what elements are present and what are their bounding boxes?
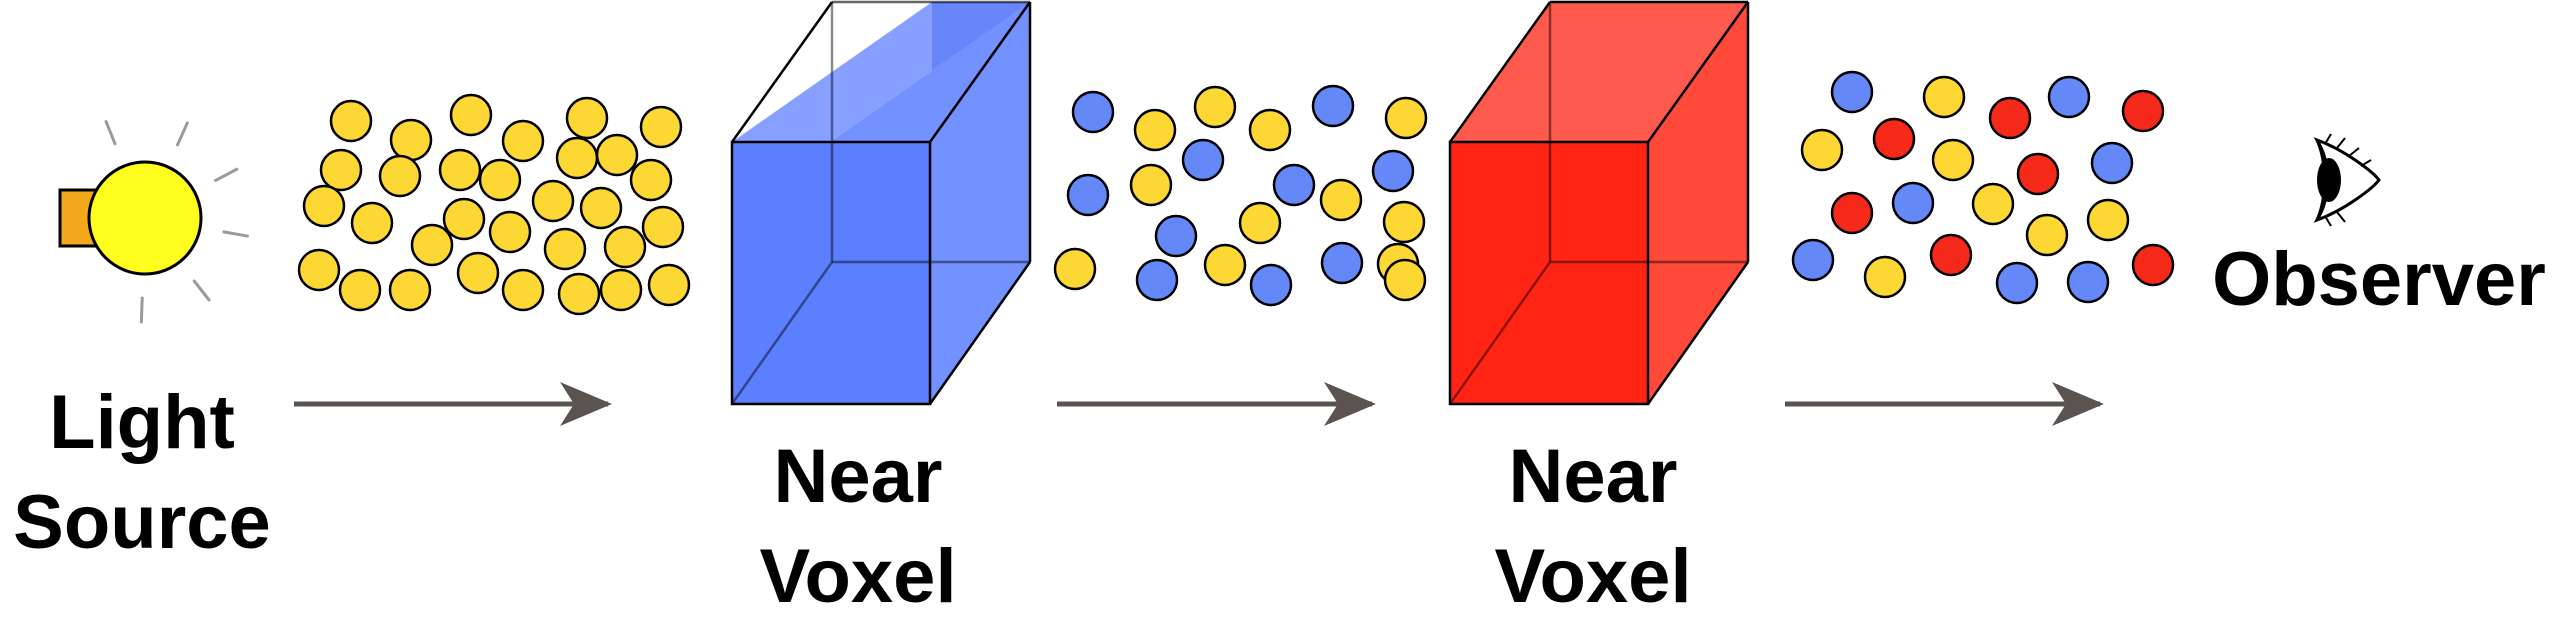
particle-blue — [1320, 241, 1364, 285]
light-source-label-line2: Source — [13, 480, 271, 565]
particle-yellow — [1800, 128, 1844, 172]
particle-yellow — [1863, 255, 1907, 299]
particle-red — [2121, 89, 2165, 133]
voxel1-label-line1: Near — [774, 434, 943, 519]
particle-yellow — [389, 118, 433, 162]
particle-blue — [1135, 258, 1179, 302]
particle-yellow — [1133, 108, 1177, 152]
arrowhead-3 — [2052, 382, 2104, 426]
light-ray — [176, 121, 189, 147]
particle-blue — [2047, 75, 2091, 119]
particle-yellow — [579, 186, 623, 230]
particle-yellow — [378, 154, 422, 198]
arrowhead-1 — [560, 382, 612, 426]
particle-yellow — [297, 248, 341, 292]
particle-yellow — [1238, 201, 1282, 245]
particle-blue — [2066, 260, 2110, 304]
particle-yellow — [478, 158, 522, 202]
light-ray — [139, 296, 144, 324]
particle-blue — [1371, 149, 1415, 193]
particle-yellow — [456, 251, 500, 295]
source-particles — [297, 93, 691, 316]
light-source-label-line1: Light — [49, 380, 235, 465]
particle-blue — [1249, 263, 1293, 307]
voxel1-label-line2: Voxel — [759, 534, 956, 619]
particle-yellow — [2086, 198, 2130, 242]
voxel2-label-line2: Voxel — [1494, 534, 1691, 619]
particle-yellow — [1129, 163, 1173, 207]
particle-yellow — [629, 158, 673, 202]
particle-blue — [1071, 90, 1115, 134]
red-voxel-cube — [1448, 0, 1750, 406]
particle-yellow — [647, 263, 691, 307]
particle-red — [2016, 152, 2060, 196]
particle-yellow — [1384, 96, 1428, 140]
particle-yellow — [338, 268, 382, 312]
particle-yellow — [1383, 258, 1427, 302]
particle-yellow — [302, 184, 346, 228]
particle-yellow — [329, 99, 373, 143]
particle-red — [1872, 117, 1916, 161]
after-red-voxel-particles — [1791, 70, 2175, 305]
particle-blue — [2090, 141, 2134, 185]
after-blue-voxel-particles — [1053, 84, 1428, 307]
particle-yellow — [501, 268, 545, 312]
particle-yellow — [603, 225, 647, 269]
light-ray — [222, 230, 249, 238]
particle-yellow — [1971, 182, 2015, 226]
particle-blue — [1311, 84, 1355, 128]
particle-red — [1830, 191, 1874, 235]
particle-red — [1988, 96, 2032, 140]
light-ray — [104, 120, 117, 146]
particle-yellow — [449, 93, 493, 137]
particle-blue — [1272, 163, 1316, 207]
particle-yellow — [438, 148, 482, 192]
particle-yellow — [388, 268, 432, 312]
particle-yellow — [1203, 243, 1247, 287]
particle-yellow — [1319, 178, 1363, 222]
particle-yellow — [565, 96, 609, 140]
particle-yellow — [501, 119, 545, 163]
light-ray — [214, 167, 239, 182]
eye-icon — [2313, 133, 2381, 227]
particle-red — [2131, 243, 2175, 287]
particle-yellow — [641, 205, 685, 249]
particle-yellow — [1248, 108, 1292, 152]
particle-blue — [1891, 181, 1935, 225]
particle-yellow — [599, 268, 643, 312]
particle-yellow — [639, 105, 683, 149]
blue-voxel-cube — [730, 0, 1032, 406]
particle-yellow — [350, 201, 394, 245]
light-ray — [192, 279, 211, 302]
arrowhead-2 — [1324, 382, 1376, 426]
particle-yellow — [1382, 200, 1426, 244]
particle-blue — [1066, 173, 1110, 217]
particle-blue — [1995, 261, 2039, 305]
particle-yellow — [555, 136, 599, 180]
particle-yellow — [2025, 213, 2069, 257]
particle-yellow — [319, 148, 363, 192]
voxel2-label-line1: Near — [1509, 434, 1678, 519]
particle-yellow — [1053, 247, 1097, 291]
particle-yellow — [488, 210, 532, 254]
particle-yellow — [595, 133, 639, 177]
particle-yellow — [557, 272, 601, 316]
particle-yellow — [1922, 75, 1966, 119]
particle-yellow — [410, 223, 454, 267]
particle-blue — [1154, 214, 1198, 258]
observer-label: Observer — [2212, 237, 2546, 322]
particle-yellow — [1931, 138, 1975, 182]
particle-blue — [1791, 238, 1835, 282]
light-bulb-icon — [58, 120, 249, 324]
particle-yellow — [1193, 85, 1237, 129]
particle-blue — [1181, 138, 1225, 182]
bulb-globe — [87, 160, 203, 276]
particle-yellow — [442, 197, 486, 241]
particle-yellow — [531, 179, 575, 223]
particle-red — [1929, 233, 1973, 277]
particle-yellow — [543, 227, 587, 271]
particle-blue — [1830, 70, 1874, 114]
